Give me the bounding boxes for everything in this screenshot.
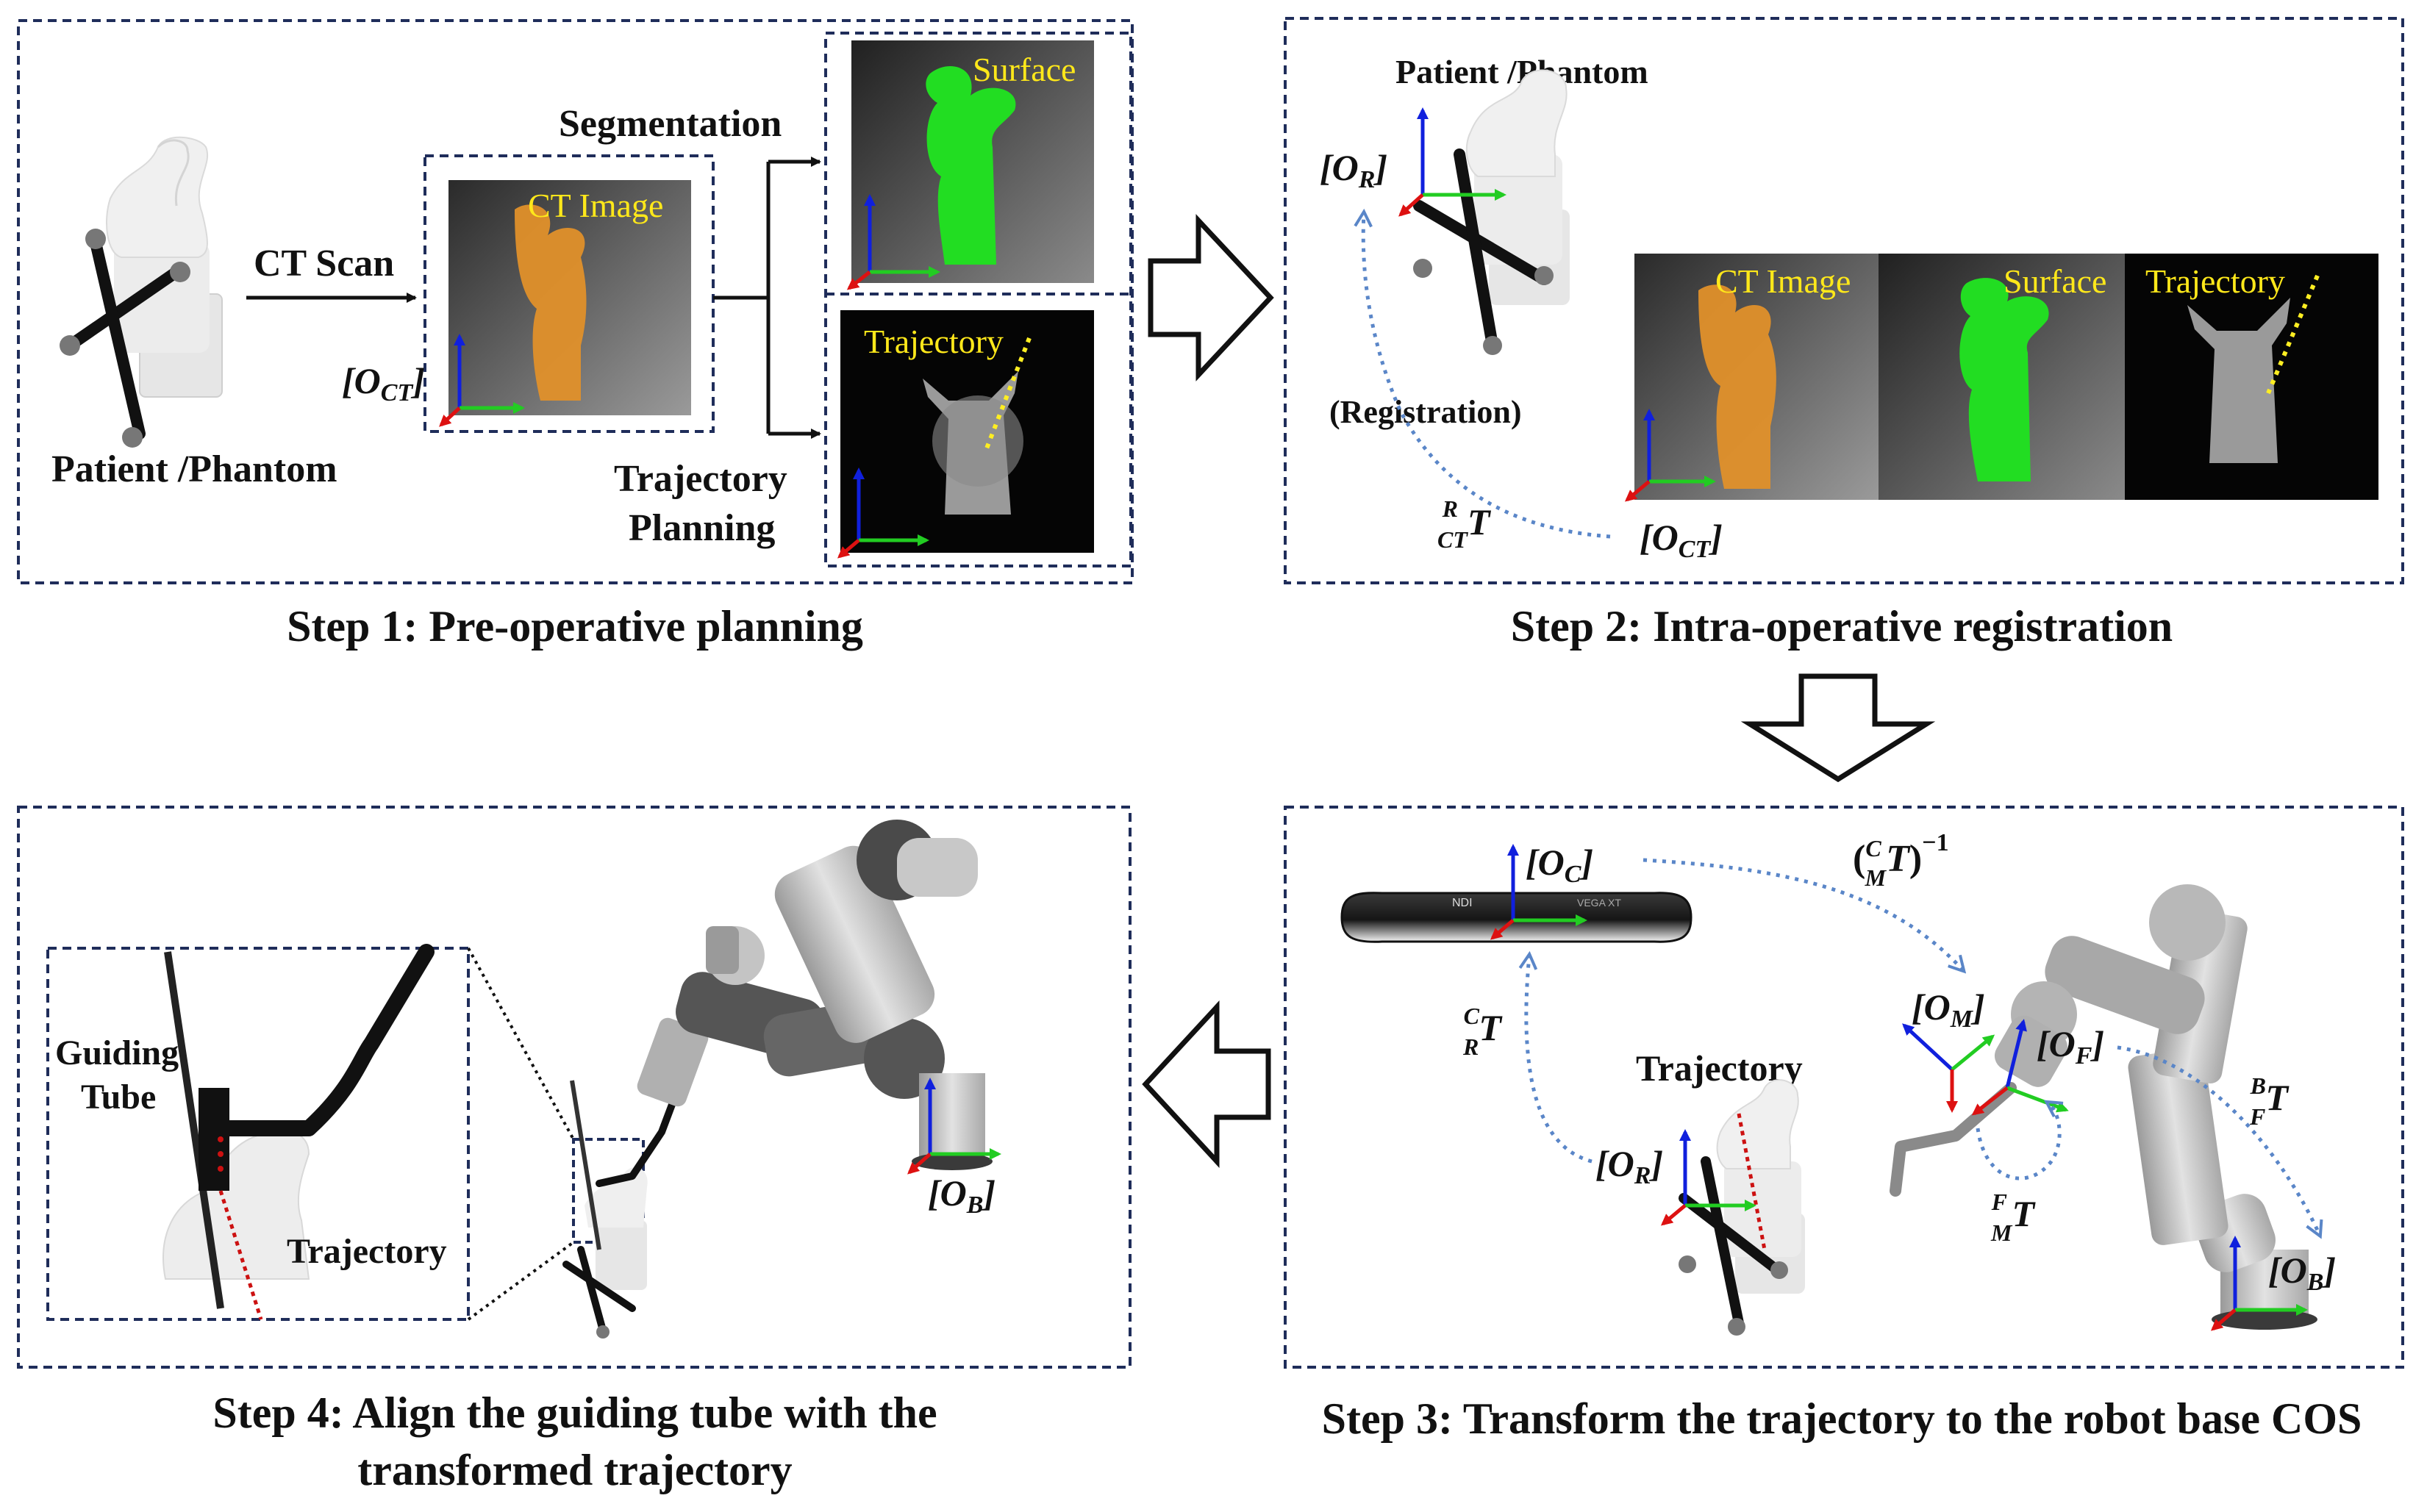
- step4-robot: [562, 820, 993, 1339]
- step2-phantom: [1413, 69, 1570, 355]
- flow-arrow-step2-to-step3: [1740, 673, 1936, 783]
- step2-r-axes: [1398, 107, 1506, 217]
- step3-frame-r: [OR]: [1595, 1143, 1663, 1189]
- flow-arrow-step3-to-step4: [1142, 1000, 1271, 1168]
- step1-patient-label: Patient /Phantom: [51, 448, 337, 490]
- step2-ct-axes: [1624, 409, 1716, 502]
- step1-trajectory-disc: [932, 395, 1023, 487]
- step2-trajectory-line: [2266, 274, 2320, 395]
- step1-surface-label: Surface: [973, 51, 1076, 88]
- ct-scan-label: CT Scan: [254, 243, 394, 284]
- registration-arrow: [1363, 213, 1611, 539]
- step2-surface-vertebra: [1959, 278, 2049, 481]
- step1-surface-vertebra: [926, 66, 1016, 265]
- step3-frame-c: [OC]: [1526, 842, 1593, 888]
- step2-panel: [1284, 17, 2404, 584]
- step3-c-axes: [1490, 844, 1587, 940]
- registration-label: (Registration): [1329, 394, 1522, 430]
- step1-ct-image-label: CT Image: [528, 187, 663, 224]
- camera-model: VEGA XT: [1577, 897, 1621, 909]
- step1-trajectory-axes: [837, 467, 929, 559]
- step4-trajectory-label: Trajectory: [287, 1232, 447, 1271]
- step4-caption-line-2: transformed trajectory: [357, 1446, 792, 1494]
- flow-arrow-step1-to-step2: [1148, 214, 1274, 381]
- step1-branch-connector: [713, 157, 821, 439]
- step3-frame-b: [OB]: [2268, 1250, 2336, 1296]
- step3-caption: Step 3: Transform the trajectory to the …: [1322, 1394, 2362, 1443]
- zoom-leader-bottom: [467, 1241, 575, 1321]
- camera-brand: NDI: [1452, 897, 1473, 909]
- step4-zoom-content: [162, 944, 435, 1320]
- step4-zoom-box: [46, 947, 470, 1321]
- step3-frame-m: [OM]: [1912, 986, 1985, 1033]
- step3-frame-f: [OF]: [2037, 1023, 2104, 1069]
- camera-to-marker-arrow: [1643, 858, 1963, 970]
- step3-panel: [1284, 806, 2404, 1369]
- marker-to-flange-arrow: [1976, 1103, 2059, 1180]
- step3-phantom: [1679, 1079, 1805, 1336]
- planning-label-1: Trajectory: [614, 458, 787, 500]
- step4-b-axes: [907, 1078, 1001, 1175]
- guiding-tube-label-2: Tube: [81, 1078, 156, 1117]
- step1-right-box: [824, 32, 1132, 567]
- step3-m-axes: [1902, 1023, 1995, 1113]
- guiding-tube-label-1: Guiding: [55, 1033, 179, 1072]
- step1-trajectory-label: Trajectory: [864, 323, 1004, 360]
- step4-panel: [17, 806, 1132, 1369]
- step1-caption: Step 1: Pre-operative planning: [287, 602, 863, 651]
- planning-label-2: Planning: [629, 507, 775, 549]
- reference-to-camera-arrow: [1526, 956, 1593, 1164]
- step2-trajectory-label: Trajectory: [2145, 262, 2285, 300]
- step2-frame-r: [OR]: [1320, 147, 1387, 193]
- step3-r-axes: [1660, 1129, 1756, 1226]
- step2-ct-vertebra: [1698, 284, 1776, 489]
- zoom-leader-top: [467, 947, 575, 1140]
- step2-frame-ct: [OCT]: [1640, 517, 1723, 563]
- step4-caption-line-1: Step 4: Align the guiding tube with the: [212, 1389, 937, 1437]
- step3-camera: NDI VEGA XT: [1340, 892, 1693, 943]
- segmentation-label: Segmentation: [559, 103, 782, 145]
- step1-ct-axes: [439, 334, 525, 427]
- step3-trajectory-line: [1737, 1113, 1767, 1250]
- step4-frame-b: [OB]: [928, 1172, 996, 1219]
- step1-frame-ct: [OCT]: [342, 360, 425, 406]
- step1-phantom: [60, 136, 223, 448]
- step1-ct-box: [423, 154, 715, 433]
- step1-ct-vertebra: [515, 204, 587, 401]
- step3-b-axes: [2210, 1236, 2308, 1331]
- step2-caption: Step 2: Intra-operative registration: [1511, 602, 2173, 651]
- step1-surface-axes: [846, 194, 940, 290]
- step2-trajectory-vertebra: [2187, 298, 2290, 463]
- step2-surface-label: Surface: [2004, 262, 2106, 300]
- step2-ct-image-label: CT Image: [1715, 262, 1851, 300]
